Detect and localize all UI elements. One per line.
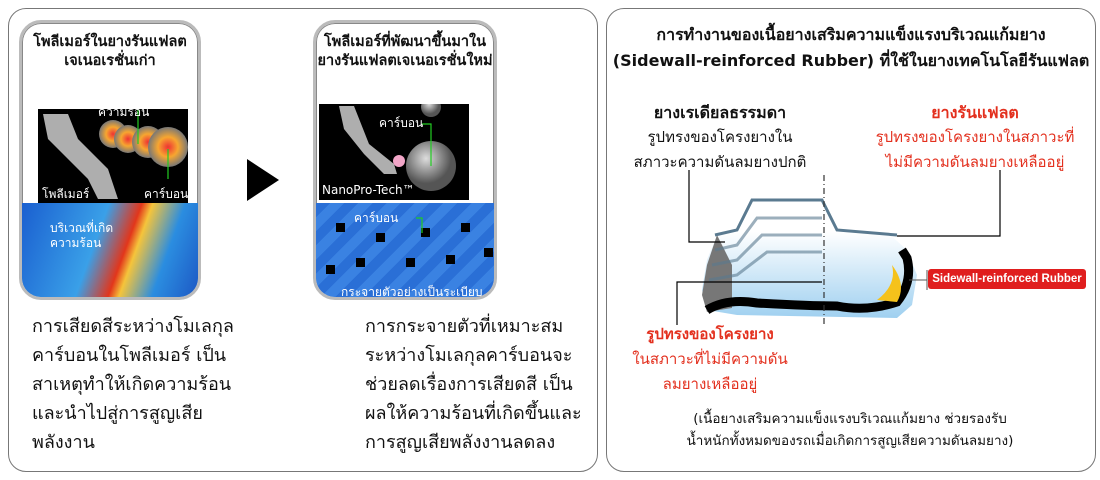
molecule-illustration	[43, 109, 188, 199]
old-card-title: โพลีเมอร์ในยางรันแฟลตเจเนอเรชั่นเก่า	[22, 33, 198, 71]
label-line: ความร้อน	[50, 236, 102, 250]
carbon-label: คาร์บอน	[354, 211, 399, 225]
label-line: รูปทรงของโครงยางใน	[647, 128, 793, 146]
polymer-label: โพลีเมอร์	[42, 187, 90, 201]
play-arrow-icon	[247, 159, 279, 201]
description-line: พลังงาน	[32, 432, 95, 453]
carbon-label: คาร์บอน	[379, 116, 424, 130]
sidewall-reinforced-rubber-badge: Sidewall-reinforced Rubber	[928, 269, 1086, 289]
old-heat-map: บริเวณที่เกิดความร้อน	[22, 203, 198, 297]
regular-tire-label: ยางเรเดียลธรรมดา รูปทรงของโครงยางใน สภาว…	[610, 100, 830, 175]
label-line: บริเวณที่เกิด	[50, 221, 114, 235]
new-polymer-description: การกระจายตัวที่เหมาะสม ระหว่างโมเลกุลคาร…	[365, 312, 582, 457]
label-title: ยางรันแฟลต	[931, 103, 1019, 122]
note-line: น้ำหนักทั้งหมดของรถเมื่อเกิดการสูญเสียคว…	[686, 433, 1014, 449]
description-line: การเสียดสีระหว่างโมเลกุล	[32, 316, 234, 337]
label-title: ยางเรเดียลธรรมดา	[653, 103, 787, 122]
description-line: สาเหตุทำให้เกิดความร้อน	[32, 374, 232, 395]
description-line: การกระจายตัวที่เหมาะสม	[365, 316, 564, 337]
heat-label: ความร้อน	[98, 105, 150, 119]
tire-cross-section	[676, 170, 1001, 325]
title-line: (Sidewall-reinforced Rubber) ที่ใช้ในยาง…	[612, 51, 1090, 70]
description-line: ระหว่างโมเลกุลคาร์บอนจะ	[365, 345, 573, 366]
description-line: คาร์บอนในโพลีเมอร์ เป็น	[32, 345, 227, 366]
title-line: ยางรันแฟลตเจเนอเรชั่นใหม่	[317, 53, 493, 69]
title-line: โพลีเมอร์ในยางรันแฟลต	[33, 34, 187, 50]
label-line: สภาวะความดันลมยางปกติ	[633, 153, 807, 171]
carbon-dots	[326, 217, 493, 274]
new-dispersion-map: คาร์บอน กระจายตัวอย่างเป็นระเบียบ	[316, 203, 494, 299]
nanopro-tech-label: NanoPro-Tech™	[322, 183, 415, 197]
carbon-label: คาร์บอน	[144, 187, 189, 201]
old-polymer-card: โพลีเมอร์ในยางรันแฟลตเจเนอเรชั่นเก่า ควา…	[19, 20, 201, 300]
title-line: เจเนอเรชั่นเก่า	[64, 53, 156, 69]
deflated-shape-label: รูปทรงของโครงยาง ในสภาวะที่ไม่มีความดัน …	[610, 322, 810, 397]
label-line: ในสภาวะที่ไม่มีความดัน	[632, 350, 788, 368]
molecule-illustration	[339, 97, 456, 191]
description-line: การสูญเสียพลังงานลดลง	[365, 432, 556, 453]
label-line: รูปทรงของโครงยางในสภาวะที่	[875, 128, 1075, 146]
description-line: และนำไปสู่การสูญเสีย	[32, 403, 203, 424]
sidewall-title: การทำงานของเนื้อยางเสริมความแข็งแรงบริเว…	[607, 22, 1095, 74]
title-line: โพลีเมอร์ที่พัฒนาขึ้นมาใน	[323, 34, 487, 50]
note-line: (เนื้อยางเสริมความแข็งแรงบริเวณแก้มยาง ช…	[693, 411, 1007, 427]
label-line: รูปทรงของโครงยาง	[646, 325, 774, 343]
heat-area-label: บริเวณที่เกิดความร้อน	[50, 221, 113, 251]
new-polymer-card: โพลีเมอร์ที่พัฒนาขึ้นมาในยางรันแฟลตเจเนอ…	[313, 20, 497, 300]
old-polymer-description: การเสียดสีระหว่างโมเลกุล คาร์บอนในโพลีเม…	[32, 312, 234, 457]
title-line: การทำงานของเนื้อยางเสริมความแข็งแรงบริเว…	[656, 25, 1046, 44]
old-molecule-image: ความร้อน โพลีเมอร์ คาร์บอน	[38, 105, 189, 203]
new-molecule-image: คาร์บอน NanoPro-Tech™	[319, 97, 469, 200]
new-card-title: โพลีเมอร์ที่พัฒนาขึ้นมาในยางรันแฟลตเจเนอ…	[316, 33, 494, 71]
dispersion-label: กระจายตัวอย่างเป็นระเบียบ	[341, 285, 483, 299]
runflat-tire-label: ยางรันแฟลต รูปทรงของโครงยางในสภาวะที่ ไม…	[860, 100, 1090, 175]
label-line: ไม่มีความดันลมยางเหลืออยู่	[885, 153, 1065, 171]
sidewall-note: (เนื้อยางเสริมความแข็งแรงบริเวณแก้มยาง ช…	[620, 408, 1080, 452]
label-line: ลมยางเหลืออยู่	[662, 375, 758, 393]
description-line: ผลให้ความร้อนที่เกิดขึ้นและ	[365, 403, 582, 424]
description-line: ช่วยลดเรื่องการเสียดสี เป็น	[365, 374, 573, 395]
